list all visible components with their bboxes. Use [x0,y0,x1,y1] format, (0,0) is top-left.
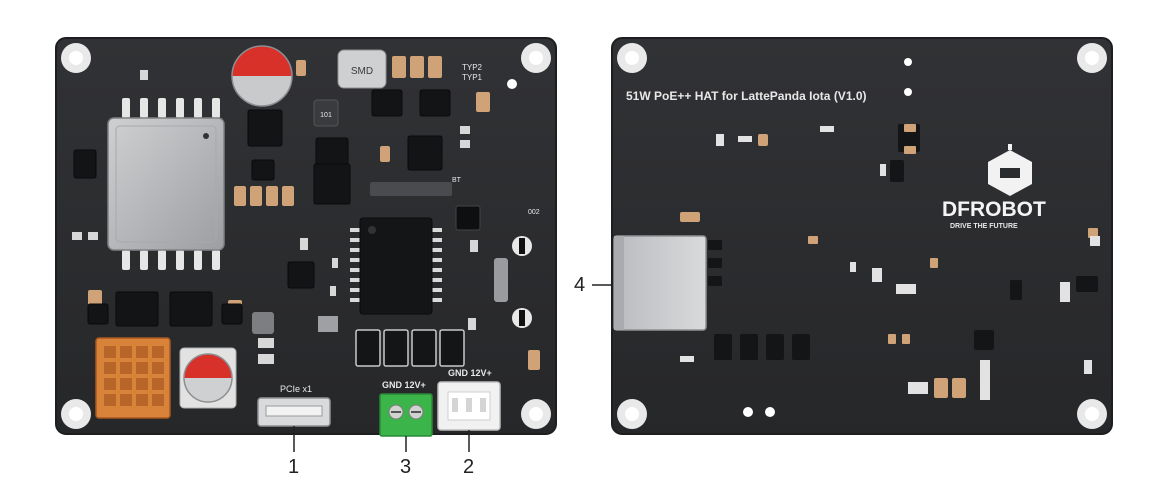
mounting-holes-back [617,43,1107,429]
mosfet-row [355,329,465,367]
gray-component [252,312,274,334]
logo-text: DFROBOT [942,198,1046,221]
callout-2: 2 [463,456,475,478]
resistor-row-top [88,56,540,370]
callout-1: 1 [288,456,300,478]
ic-chips [73,89,451,327]
small-parts-back [680,126,1100,400]
logo-tagline: DRIVE THE FUTURE [950,223,1018,230]
copper-heatsink [95,337,171,419]
typ2-label: TYP2 [462,63,483,72]
gnd-12v-jst-label: GND 12V+ [448,368,492,378]
pcie-label: PCIe x1 [280,384,312,394]
bt-label: BT [452,177,462,184]
callout-3: 3 [400,456,412,478]
mounting-holes [61,43,551,429]
callout-lines [293,284,614,452]
front-board: SMD TYP2 TYP1 [55,37,557,437]
capacitor-bottom [179,347,237,409]
smd-inductor: SMD [337,49,387,89]
callout-4: 4 [574,274,586,296]
capacitor-top [231,45,293,107]
small-parts-front [72,70,478,364]
board-title: 51W PoE++ HAT for LattePanda Iota (V1.0) [626,89,867,103]
small-ics-back [708,124,1098,360]
rj45-jack [613,235,707,331]
vias [743,58,912,417]
dark-component [455,205,481,231]
dfrobot-logo: DFROBOT DRIVE THE FUTURE [942,144,1046,230]
inductor-101: 101 [313,99,339,127]
code-002-label: 002 [528,209,540,216]
main-controller-chip [350,217,442,315]
cap-101-label: 101 [320,112,332,119]
fiducial-front [507,79,517,89]
resistors-back [680,124,1098,398]
typ1-label: TYP1 [462,73,483,82]
smd-label: SMD [351,66,373,77]
white-jst-connector: GND 12V+ [437,368,501,431]
leds [512,236,532,328]
green-terminal-block: GND 12V+ [379,380,433,437]
gnd-12v-terminal-label: GND 12V+ [382,380,426,390]
pin-column [494,258,508,302]
transformer-module [107,98,225,270]
back-board: 51W PoE++ HAT for LattePanda Iota (V1.0)… [611,37,1113,435]
pin-strip [370,182,452,196]
